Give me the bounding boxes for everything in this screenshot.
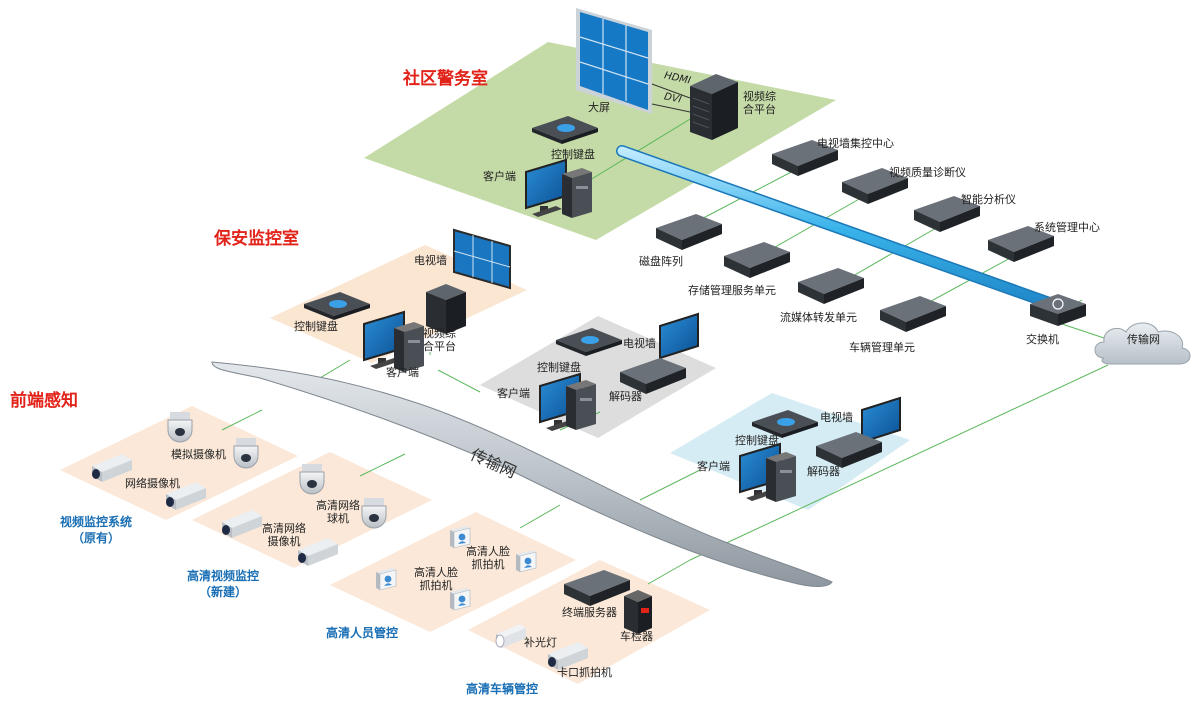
station1-client-tower [566,380,596,430]
hd-camera-label: 高清网络 摄像机 [262,522,306,548]
storage-mgmt-device [724,242,790,278]
analog-camera-dome-2 [233,437,259,469]
police-client-tower [562,168,592,218]
frontend-zone-3 [330,512,576,632]
security-video-platform [426,284,466,334]
face-camera-label-2: 高清人脸 抓拍机 [414,566,458,592]
station2-client-label: 客户端 [697,460,730,473]
switch-label: 交换机 [1026,333,1059,346]
station1-keyboard-label: 控制键盘 [537,361,581,374]
tv-wall-center-label: 电视墙集控中心 [817,137,894,150]
frontend-zone-2-title: 高清视频监控 （新建） [186,569,259,599]
vehicle-detector-device [624,590,652,634]
frontend-zone-3-title: 高清人员管控 [325,626,398,640]
station1-decoder-label: 解码器 [609,390,642,403]
switch-device [1030,294,1086,326]
storage-mgmt-label: 存储管理服务单元 [688,284,776,297]
station2-client-tower [766,452,796,502]
face-camera-2 [515,549,537,573]
station1-tv-label: 电视墙 [623,337,656,350]
hd-dome-camera-1 [299,463,325,495]
streaming-device [798,268,864,304]
station1-client-label: 客户端 [497,387,530,400]
frontend-title: 前端感知 [10,391,78,411]
station2-zone [670,393,910,510]
vehicle-mgmt-device [880,296,946,332]
hd-dome-label: 高清网络 球机 [316,499,360,525]
police-client-label: 客户端 [483,170,516,183]
transmission-band [211,361,833,587]
station1-tv [659,312,699,360]
station2-keyboard-label: 控制键盘 [735,434,779,447]
cloud [1094,322,1191,365]
analog-camera-dome-1 [167,411,193,443]
station2-decoder-label: 解码器 [807,465,840,478]
security-video-platform-label: 视频综 合平台 [423,327,456,353]
police-video-platform-label: 视频综 合平台 [743,90,776,116]
security-room-title: 保安监控室 [214,229,299,249]
frontend-zone-2 [192,452,432,568]
security-tv-wall-label: 电视墙 [414,254,447,267]
terminal-server-label: 终端服务器 [562,606,617,619]
security-client-label: 客户端 [386,366,419,379]
vehicle-detector-label: 车检器 [620,630,653,643]
smart-analyzer-label: 智能分析仪 [961,193,1016,206]
fill-light-device [495,624,526,648]
big-screen [576,8,652,114]
station2-tv-label: 电视墙 [820,411,853,424]
station2-tv [861,396,901,444]
police-room-title: 社区警务室 [403,69,488,89]
frontend-zone-4-title: 高清车辆管控 [465,682,538,696]
face-camera-3 [375,567,397,591]
frontend-zone-1 [60,406,298,520]
disk-array-label: 磁盘阵列 [639,255,683,268]
system-mgmt-label: 系统管理中心 [1034,221,1100,234]
disk-array-device [656,214,722,250]
hdmi-dvi-cables [651,83,691,113]
big-screen-label: 大屏 [588,101,610,114]
vehicle-mgmt-label: 车辆管理单元 [849,341,915,354]
video-quality-label: 视频质量诊断仪 [889,166,966,179]
face-camera-label-1: 高清人脸 抓拍机 [466,545,510,571]
police-video-platform [690,74,738,140]
analog-camera-label: 模拟摄像机 [171,448,226,461]
frontend-zone-4 [468,560,710,684]
streaming-label: 流媒体转发单元 [780,311,857,324]
security-keyboard-label: 控制键盘 [294,320,338,333]
gate-camera-label: 卡口抓拍机 [557,666,612,679]
security-client-tower [394,322,424,372]
cloud-label: 传输网 [1127,333,1160,346]
police-keyboard-label: 控制键盘 [551,148,595,161]
ip-camera-label: 网络摄像机 [125,477,180,490]
security-tv-wall [453,228,511,290]
frontend-zone-1-title: 视频监控系统 （原有） [59,515,132,545]
backbone-tube [616,145,1064,312]
fill-light-label: 补光灯 [524,636,557,649]
